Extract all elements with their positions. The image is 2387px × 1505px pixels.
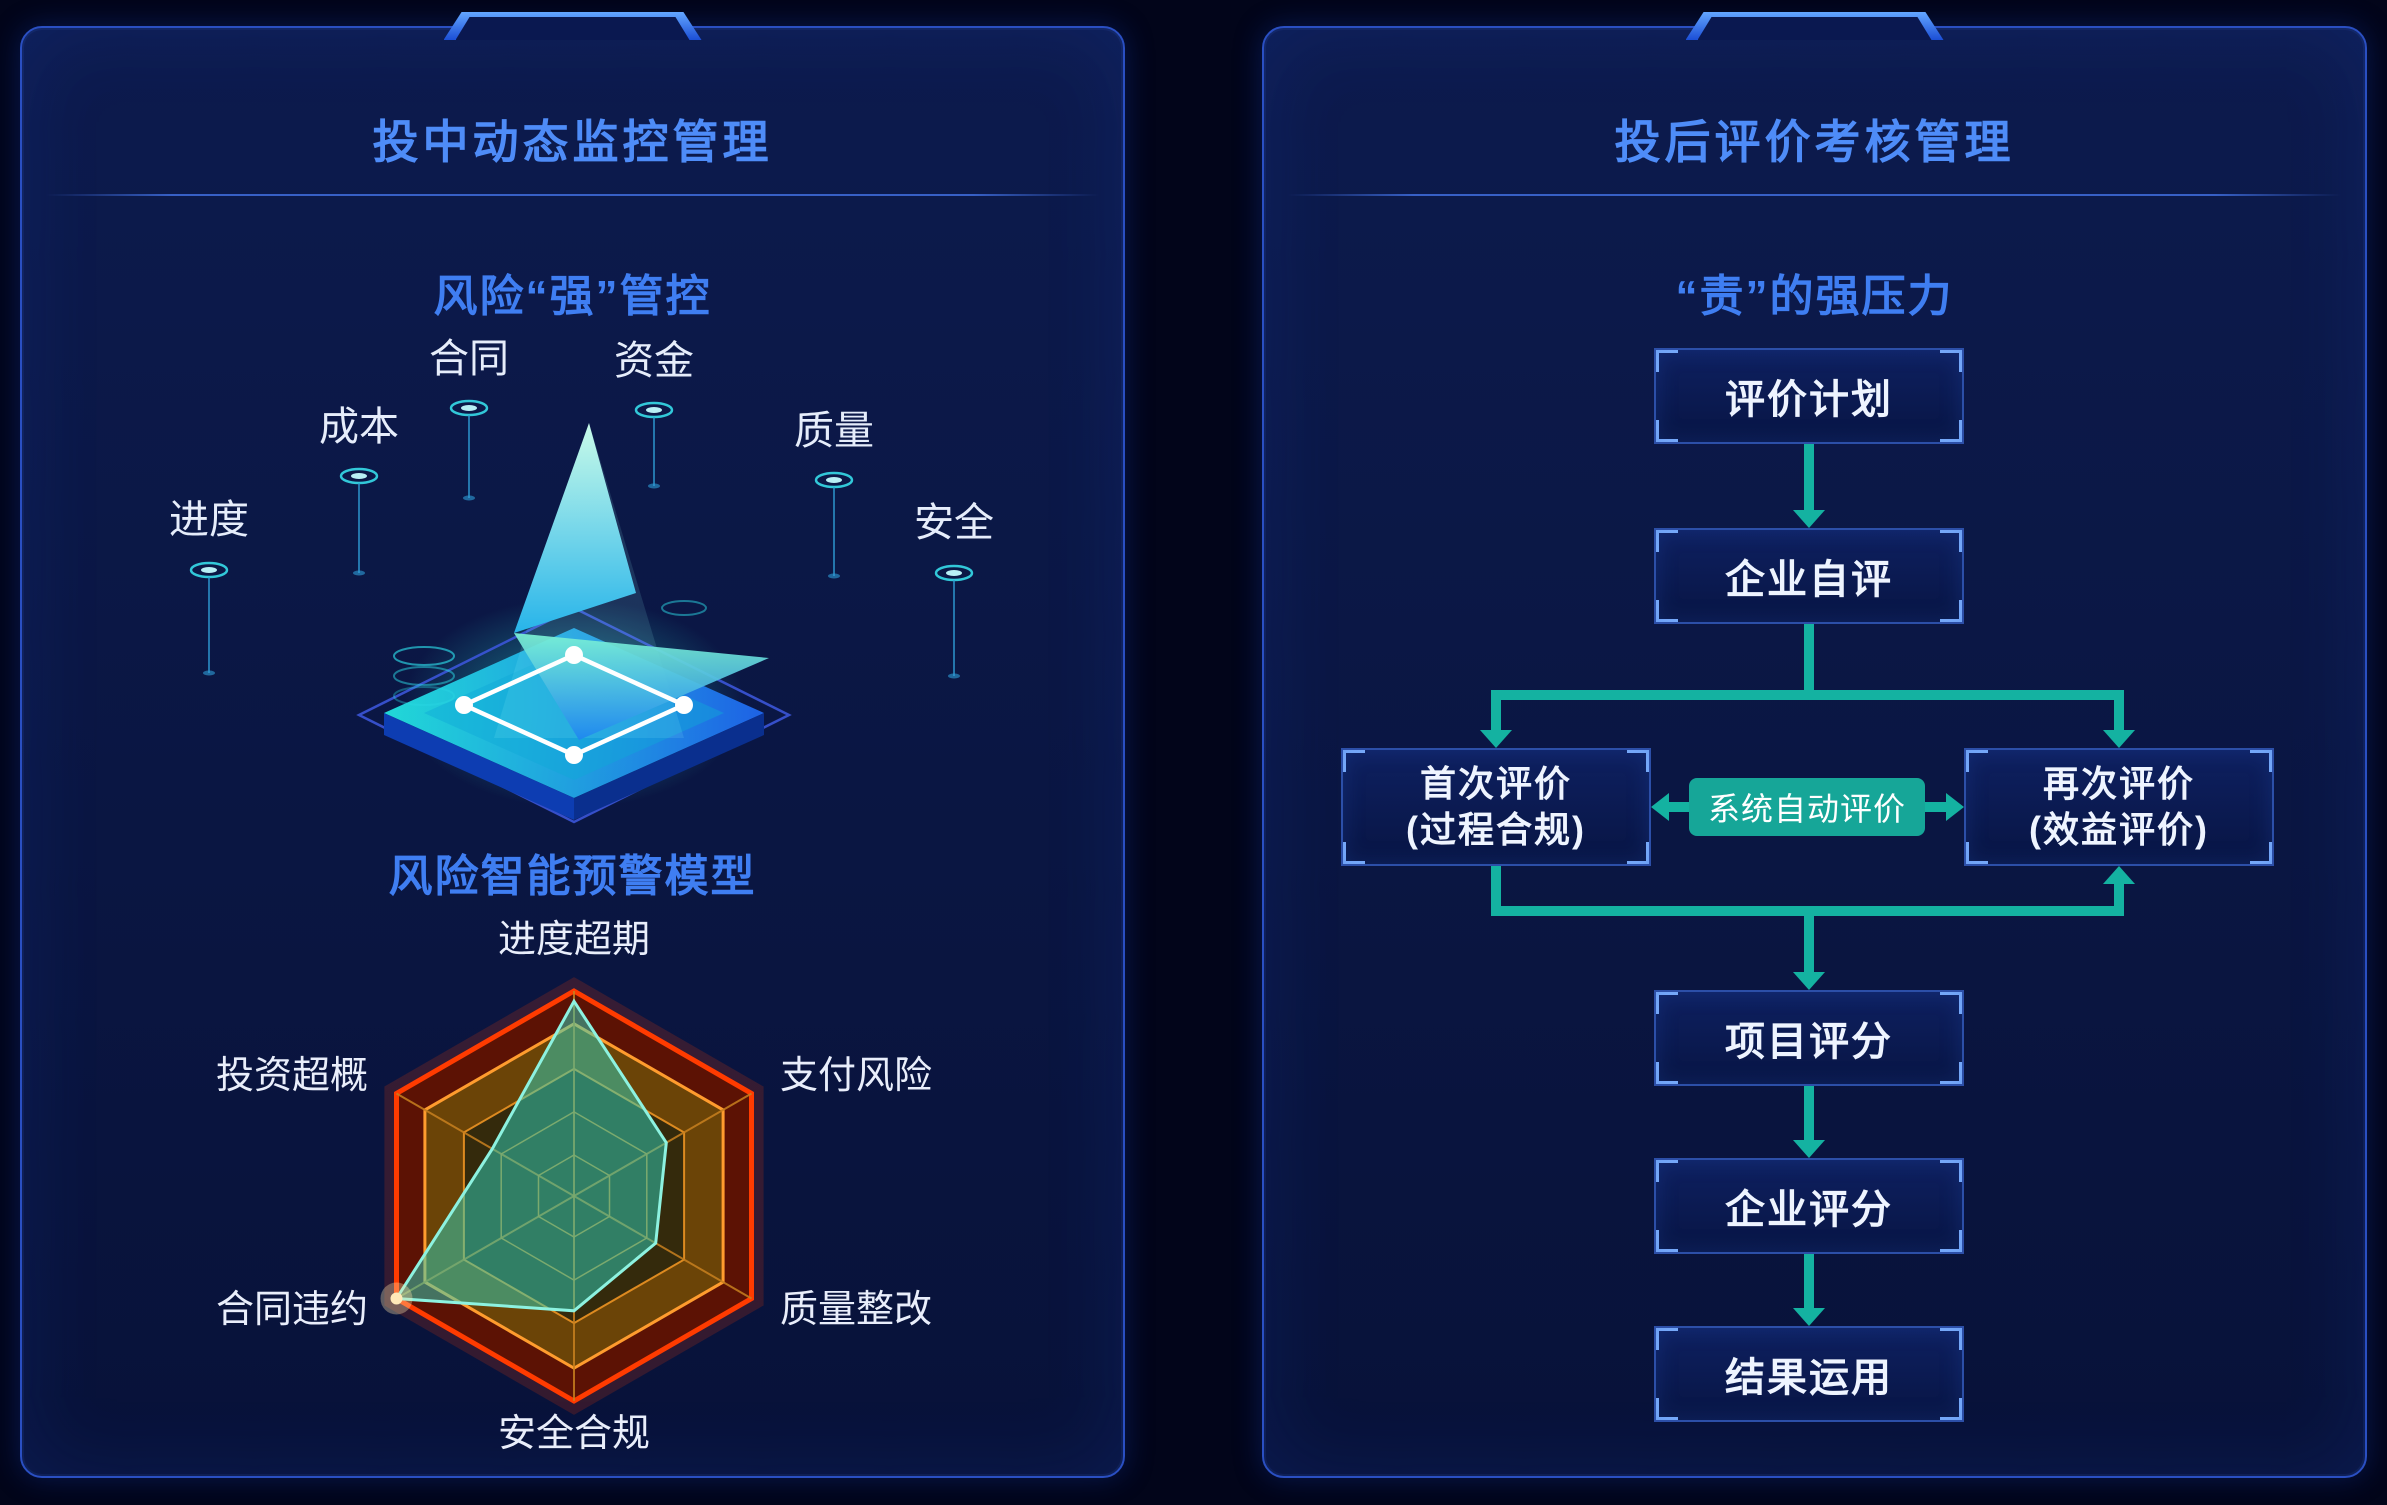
arrow-right-icon [1946,793,1964,821]
arrow-line [2114,690,2124,732]
flow-box-result-application: 结果运用 [1654,1326,1964,1422]
flow-box-second-evaluation: 再次评价 (效益评价) [1964,748,2274,866]
flow-box-project-score: 项目评分 [1654,990,1964,1086]
deco-ring [393,666,455,686]
arrow-line [1667,802,1691,812]
risk-radar-chart: 进度超期 支付风险 质量整改 安全合规 合同违约 投资超概 [216,919,932,1455]
monitor-label-funds: 资金 [614,339,694,383]
monitor-label-cost: 成本 [319,405,399,449]
radar-outer-glow [384,977,764,1415]
panel-top-notch [443,12,702,40]
deco-ring [393,646,455,666]
flow-box-label: 企业自评 [1725,558,1893,602]
flow-box-evaluation-plan: 评价计划 [1654,348,1964,444]
deco-ring [393,686,455,706]
arrow-line [1804,906,1814,974]
wire-node [565,646,583,664]
arrow-line [1491,866,1501,916]
flow-box-label: 企业评分 [1725,1188,1893,1232]
platform-side-right [574,713,764,820]
flow-box-label: 结果运用 [1725,1356,1893,1400]
arrow-line [1491,690,1501,732]
flow-box-label-line2: (效益评价) [2029,809,2209,850]
wire-node [565,746,583,764]
radar-label-safety-compliance: 安全合规 [498,1413,650,1455]
monitor-marker-quality: 质量 [794,409,874,579]
flow-box-label: 评价计划 [1725,378,1893,422]
sail-upper [514,423,636,633]
flow-box-enterprise-self-eval: 企业自评 [1654,528,1964,624]
platform-side-left [384,713,574,820]
radar-label-contract-breach: 合同违约 [216,1289,368,1331]
monitor-marker-cost: 成本 [319,405,399,576]
wire-node [675,696,693,714]
arrow-down-icon [1793,972,1825,990]
responsibility-subtitle: “责”的强压力 [1675,272,1954,321]
arrow-down-icon [1793,1140,1825,1158]
flow-box-label-line2: (过程合规) [1406,809,1586,850]
flow-box-enterprise-score: 企业评分 [1654,1158,1964,1254]
monitor-marker-safety: 安全 [914,501,994,679]
radar-vertex-dot [390,1292,403,1305]
arrow-left-icon [1651,793,1669,821]
arrow-line [1804,624,1814,696]
risk-control-subtitle: 风险“强”管控 [433,272,712,321]
radar-label-payment-risk: 支付风险 [780,1055,932,1097]
arrow-line [1804,444,1814,512]
monitor-marker-progress: 进度 [169,498,249,676]
arrow-down-icon [1793,1308,1825,1326]
panel-post-investment-evaluation: 投后评价考核管理 “责”的强压力 评价计划 企业自评 首次评价 (过程合规) 再… [1262,12,2367,1478]
panel-title: 投中动态监控管理 [372,116,773,168]
panel-top-notch [1685,12,1944,40]
arrow-up-icon [2103,866,2135,884]
flow-box-label: 项目评分 [1725,1020,1893,1064]
arrow-down-icon [1793,510,1825,528]
monitor-label-contract: 合同 [429,337,509,381]
panel-title: 投后评价考核管理 [1614,116,2015,168]
monitor-marker-funds: 资金 [614,339,694,489]
auto-evaluation-badge: 系统自动评价 [1689,778,1925,836]
flow-box-first-evaluation: 首次评价 (过程合规) [1341,748,1651,866]
radar-plot [380,977,764,1415]
panel-mid-investment-monitoring: 投中动态监控管理 风险“强”管控 [20,12,1125,1478]
monitor-marker-contract: 合同 [429,337,509,501]
monitor-label-progress: 进度 [169,498,249,542]
radar-label-progress-overdue: 进度超期 [498,919,650,961]
title-divider [1288,194,2341,196]
split-bar [1491,690,2124,700]
arrow-down-icon [2103,730,2135,748]
radar-data-polygon [393,998,668,1313]
wire-node [455,696,473,714]
arrow-line [1923,802,1947,812]
flow-box-label-line1: 再次评价 [2042,762,2195,804]
radar-label-investment-over: 投资超概 [216,1055,368,1097]
panel-top-notch-inner [1697,17,1932,40]
radar-label-quality-rectify: 质量整改 [780,1289,932,1331]
panel-top-notch-inner [455,17,690,40]
arrow-line [1804,1254,1814,1310]
deco-ring [661,600,707,616]
title-divider [46,194,1099,196]
arrow-line [2114,884,2124,916]
monitor-label-safety: 安全 [914,501,994,545]
monitor-label-quality: 质量 [794,409,874,453]
arrow-down-icon [1480,730,1512,748]
risk-control-illustration: 合同 资金 成本 质量 进度 安全 [169,337,994,824]
arrow-line [1804,1086,1814,1142]
radar-chart-title: 风险智能预警模型 [388,852,757,901]
flow-box-label-line1: 首次评价 [1419,762,1572,804]
